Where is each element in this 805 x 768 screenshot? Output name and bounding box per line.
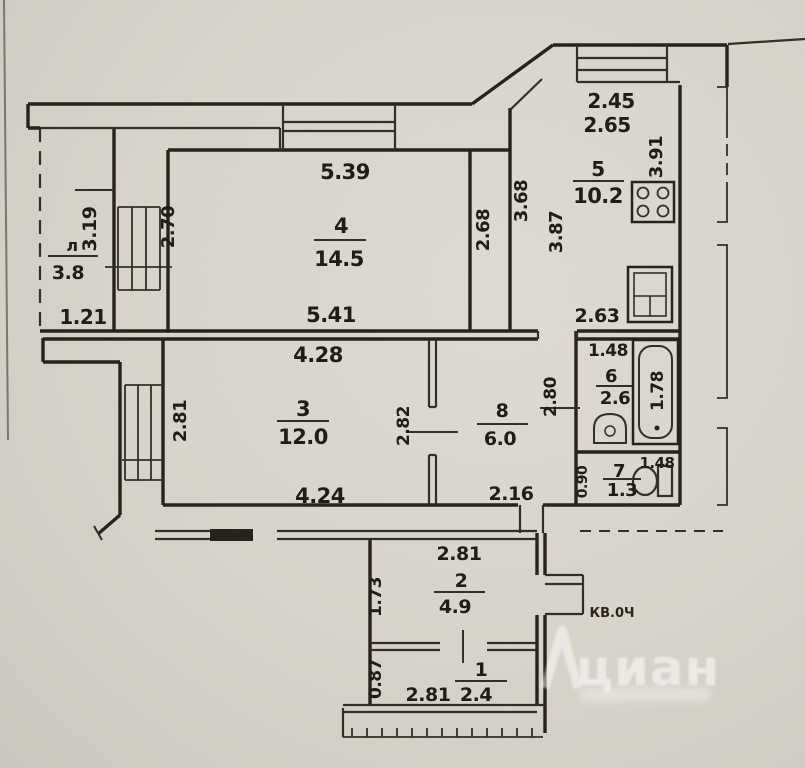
- dim-bedroom-right: 2.82: [394, 406, 414, 446]
- dim-bedroom-bottom: 4.24: [295, 484, 345, 508]
- dim-wc-top: 1.48: [639, 454, 674, 472]
- paper-edge: [3, 0, 9, 441]
- dim-kitchen-left: 3.87: [546, 211, 567, 253]
- dim-kitchen-right: 3.91: [646, 136, 667, 178]
- watermark-subtext-blur: [580, 688, 710, 701]
- dim-kitchen-top: 2.65: [583, 113, 630, 137]
- dim-living-right: 2.68: [473, 209, 494, 251]
- room-living-area: 14.5: [314, 247, 364, 271]
- dim-bedroom-left: 2.81: [170, 400, 191, 442]
- balcony-bracket: [717, 86, 728, 506]
- watermark-brand: циан: [576, 639, 720, 697]
- dimension-lines: [48, 180, 641, 682]
- room-corridor-number: 2: [455, 570, 468, 592]
- watermark: циан: [540, 625, 720, 701]
- room-bedroom-number: 3: [296, 397, 310, 421]
- room-bedroom-area: 12.0: [278, 425, 328, 449]
- dim-kitchen-bottom: 2.63: [575, 305, 620, 327]
- outer-walls: [26, 43, 729, 733]
- staircase-hatch-upper: [105, 206, 172, 291]
- dim-bathtub: 1.78: [648, 371, 668, 411]
- dim-entry-left: 0.87: [366, 659, 386, 699]
- washbasin-icon: [593, 412, 627, 444]
- dim-living-left: 2.70: [158, 206, 179, 248]
- room-corridor-area: 4.9: [439, 596, 471, 618]
- dim-hallway-bottom: 2.16: [489, 483, 534, 505]
- room-hallway-number: 8: [496, 400, 509, 422]
- dim-living-bottom: 5.41: [306, 303, 356, 327]
- dim-wc-left: 0.90: [575, 465, 591, 498]
- room-kitchen-number: 5: [591, 157, 604, 181]
- dim-corridor-left: 1.73: [366, 577, 386, 617]
- dim-kitchen-left-upper: 3.68: [511, 180, 532, 222]
- wall-fill-segment: [210, 529, 253, 541]
- section-hatch-bottom: [343, 728, 543, 738]
- room-wc-number: 7: [613, 461, 625, 482]
- room-entry-number: 1: [475, 659, 488, 681]
- room-living-number: 4: [334, 214, 348, 238]
- apartment-stamp: КВ.0Ч: [589, 606, 634, 621]
- labels: 5.39 4 14.5 5.41 2.70 2.68 4.28 3 12.0 4…: [52, 89, 675, 706]
- room-bathroom-area: 2.6: [600, 388, 630, 409]
- stove-icon: [630, 180, 676, 224]
- room-entry-area: 2.4: [460, 684, 492, 706]
- wall-structure: [3, 0, 805, 738]
- room-hallway-area: 6.0: [484, 428, 516, 450]
- dim-bedroom-top: 4.28: [293, 343, 343, 367]
- kitchen-sink-icon: [626, 265, 674, 324]
- cian-logo-icon: [540, 625, 583, 690]
- room-loggia-letter: л: [66, 236, 77, 255]
- room-wc-area: 1.3: [607, 480, 637, 501]
- room-loggia-area: 3.8: [52, 262, 84, 284]
- dim-kitchen-top-outer: 2.45: [587, 89, 634, 113]
- dim-bathroom-top: 1.48: [588, 341, 628, 361]
- dim-corridor-top: 2.81: [437, 543, 482, 565]
- dim-living-top: 5.39: [320, 160, 370, 184]
- fixtures: [593, 180, 680, 498]
- dim-entry-bottom: 2.81: [406, 684, 451, 706]
- dim-loggia-bottom: 1.21: [59, 305, 106, 329]
- dim-hallway-right: 2.80: [541, 376, 561, 417]
- dim-loggia-left: 3.19: [79, 207, 101, 252]
- room-bathroom-number: 6: [605, 366, 617, 387]
- room-kitchen-area: 10.2: [573, 184, 623, 208]
- inner-walls: [40, 37, 805, 737]
- toilet-icon: [631, 464, 674, 498]
- staircase-hatch-lower: [122, 384, 163, 481]
- bathtub-icon: [631, 338, 680, 446]
